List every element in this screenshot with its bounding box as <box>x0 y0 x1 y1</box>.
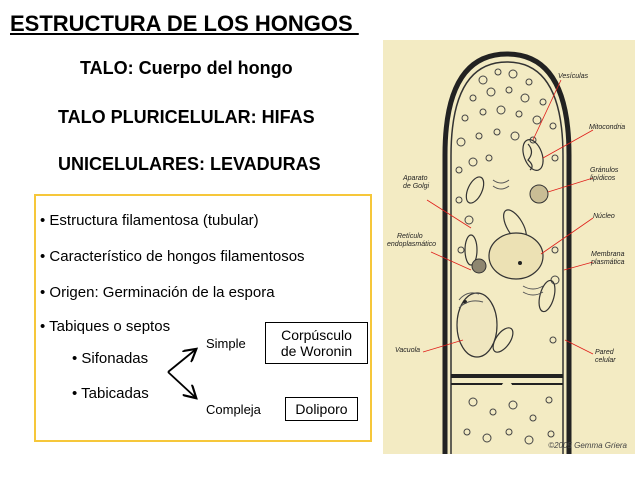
hypha-cell-drawing: Vesículas Mitocondria Gránulos lipídicos… <box>387 51 625 454</box>
bullet-estructura: • Estructura filamentosa (tubular) <box>40 212 259 229</box>
hypha-illustration: Vesículas Mitocondria Gránulos lipídicos… <box>383 40 635 454</box>
bullet-caracteristico: • Característico de hongos filamentosos <box>40 248 305 265</box>
label-reticulo-2: endoplasmático <box>387 241 436 248</box>
label-mitocondria: Mitocondria <box>589 124 625 131</box>
page-title: ESTRUCTURA DE LOS HONGOS <box>10 11 359 36</box>
label-reticulo-1: Retículo <box>397 233 423 240</box>
heading-talo: TALO: Cuerpo del hongo <box>80 58 293 78</box>
image-credit: ©2005 Gemma Griera <box>548 441 627 450</box>
label-pared-2: celular <box>595 357 616 364</box>
bullet-tabicadas: • Tabicadas <box>72 385 149 402</box>
box-corpusculo-woronin: Corpúsculo de Woronin <box>265 322 368 364</box>
label-membrana-1: Membrana <box>591 251 625 258</box>
heading-unicelulares: UNICELULARES: LEVADURAS <box>58 154 321 174</box>
label-golgi-2: de Golgi <box>403 183 430 190</box>
arrow-simple <box>167 350 195 373</box>
bullet-tabiques: • Tabiques o septos <box>40 318 171 335</box>
hifas-info-box <box>34 194 372 442</box>
heading-talo-pluricelular: TALO PLURICELULAR: HIFAS <box>58 107 315 127</box>
arrow-compleja <box>167 371 195 397</box>
label-vacuola: Vacuola <box>395 347 420 354</box>
label-simple: Simple <box>206 336 246 351</box>
label-granulos-2: lipídicos <box>590 175 616 182</box>
label-nucleo: Núcleo <box>593 213 615 220</box>
label-compleja: Compleja <box>206 402 261 417</box>
label-golgi-1: Aparato <box>402 175 428 182</box>
label-pared-1: Pared <box>595 349 615 356</box>
corpusculo-line1: Corpúsculo <box>281 327 352 343</box>
bullet-origen: • Origen: Germinación de la espora <box>40 284 275 301</box>
label-granulos-1: Gránulos <box>590 167 619 174</box>
label-vesiculas: Vesículas <box>558 73 589 80</box>
label-membrana-2: plasmática <box>590 259 625 266</box>
box-doliporo: Doliporo <box>285 397 358 421</box>
bullet-sifonadas: • Sifonadas <box>72 350 149 367</box>
corpusculo-line2: de Woronin <box>280 343 353 359</box>
